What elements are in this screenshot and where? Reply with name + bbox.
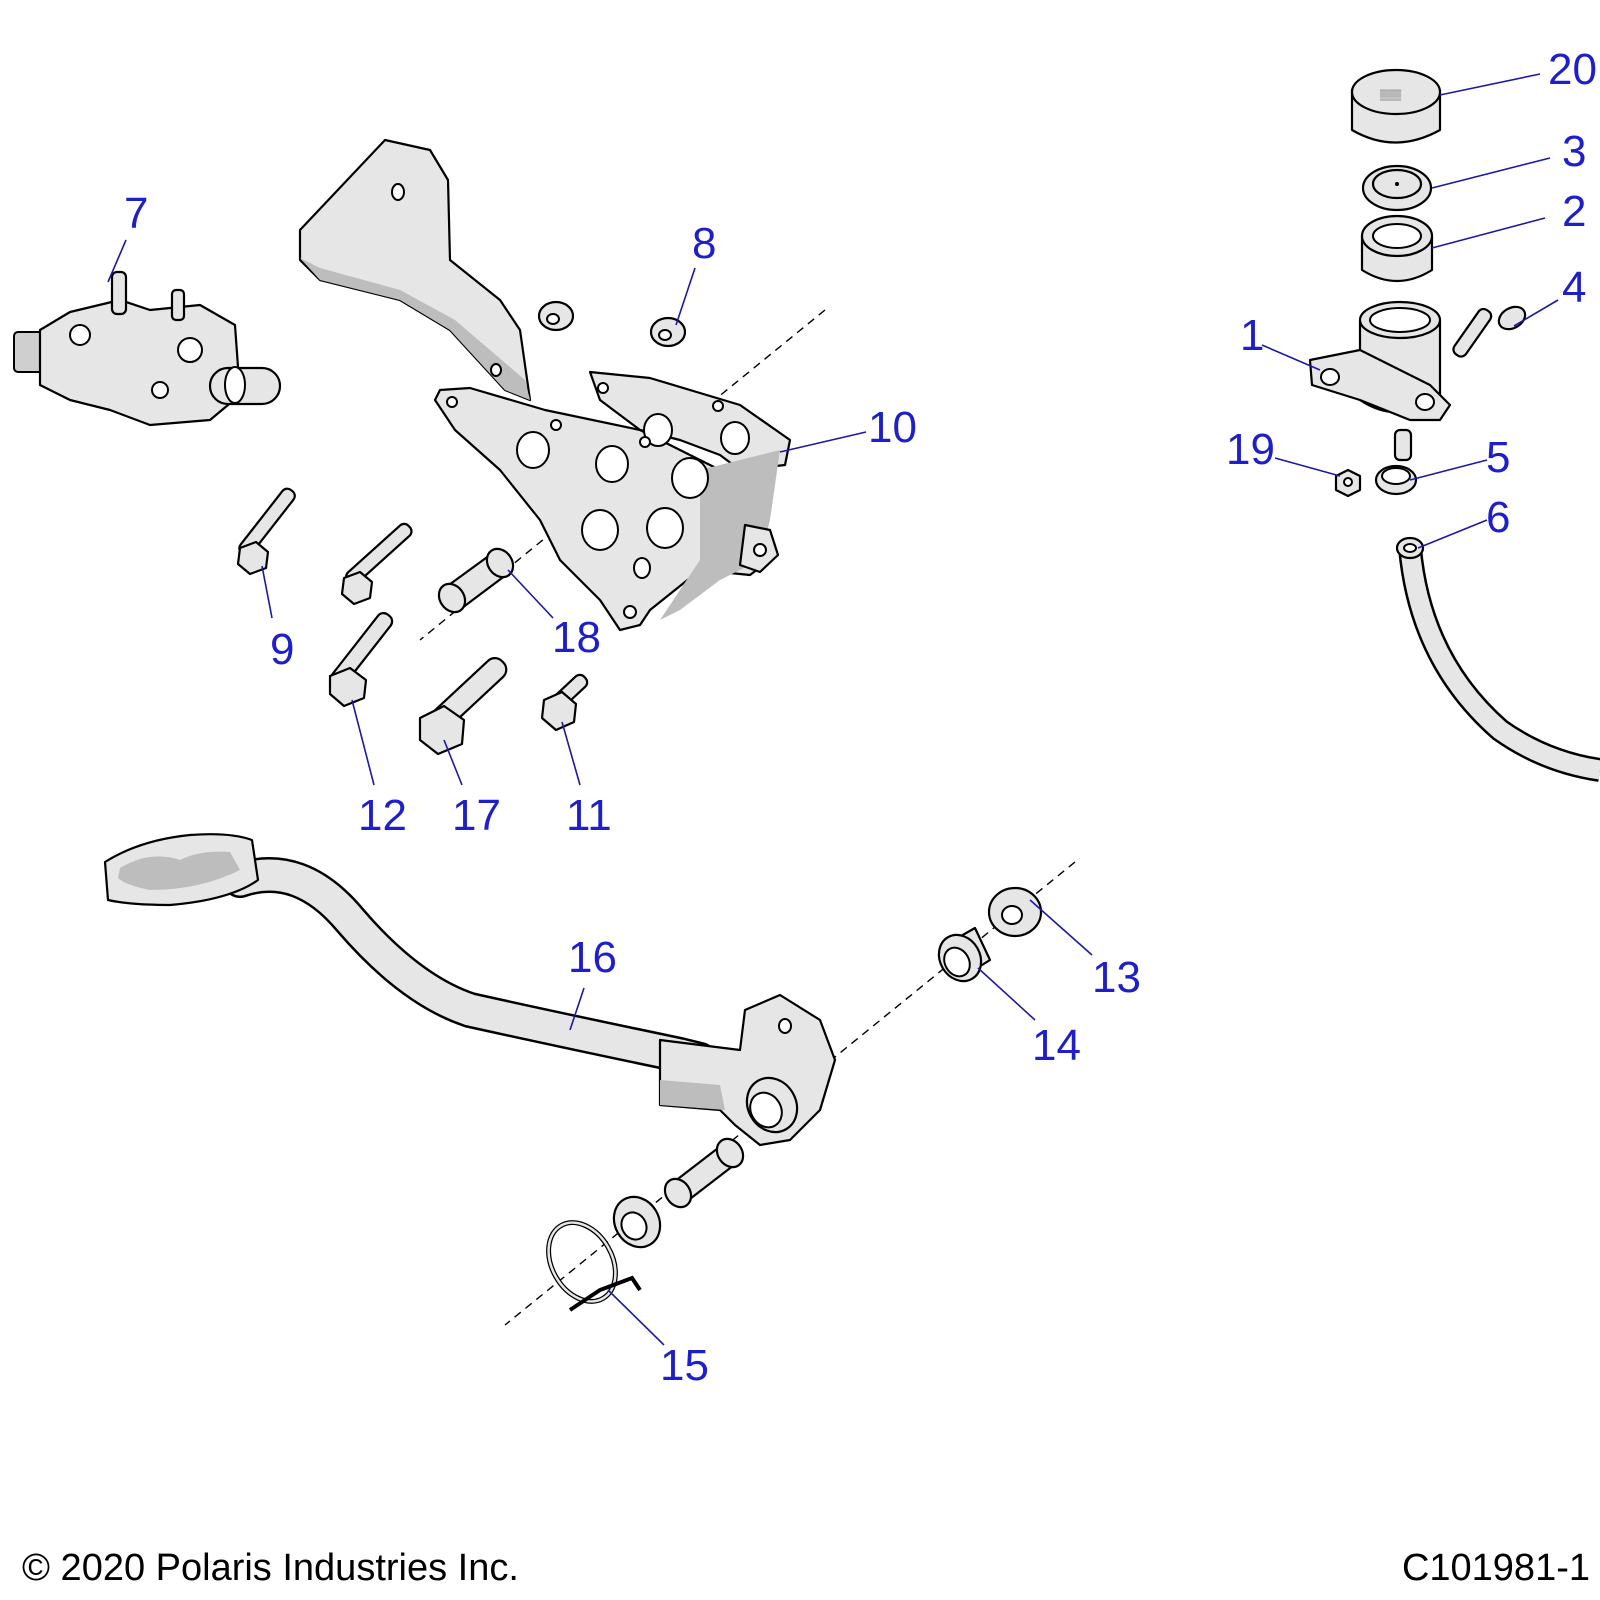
spacer-sleeve-part-18 (437, 547, 515, 614)
svg-text:▒▒▒: ▒▒▒ (1380, 89, 1402, 101)
bolt-part-11 (540, 673, 589, 732)
bolt-part-17 (418, 657, 508, 756)
reservoir-part-1 (1308, 300, 1452, 462)
washer-part (612, 1195, 662, 1249)
callout-12: 12 (358, 791, 407, 840)
diaphragm-plate-part-2 (1360, 214, 1434, 282)
pivot-sleeve-part (663, 1137, 745, 1209)
bolt-part (340, 522, 413, 606)
callout-15: 15 (660, 1341, 709, 1390)
callout-16: 16 (568, 933, 617, 982)
bolt-part-12 (328, 612, 394, 708)
pedal-bracket-part (298, 138, 792, 632)
reservoir-cap-part-20: ▒▒▒ (1350, 68, 1442, 144)
copyright-notice: © 2020 Polaris Industries Inc. (22, 1547, 519, 1589)
callout-18: 18 (552, 613, 601, 662)
callout-9: 9 (270, 625, 294, 674)
callout-17: 17 (452, 791, 501, 840)
callout-19: 19 (1226, 425, 1275, 474)
callout-3: 3 (1562, 127, 1586, 176)
leader-lines (107, 73, 1559, 1346)
brake-pedal-part-16 (103, 833, 837, 1147)
master-cylinder-part (13, 270, 282, 427)
hose-part-6 (1395, 536, 1600, 782)
bushing-part-13 (987, 886, 1043, 938)
callout-8: 8 (692, 219, 716, 268)
callout-4: 4 (1562, 263, 1586, 312)
bushing-part-14 (937, 926, 992, 983)
return-spring-part-15 (546, 1220, 642, 1312)
callout-14: 14 (1032, 1021, 1081, 1070)
callout-5: 5 (1486, 433, 1510, 482)
callout-6: 6 (1486, 493, 1510, 542)
callout-11: 11 (566, 791, 612, 840)
diaphragm-part-3 (1361, 164, 1433, 212)
figure-id-label: C101981-1 (1401, 1547, 1590, 1589)
grommet-part-8 (649, 316, 687, 348)
callout-20: 20 (1548, 45, 1597, 94)
callout-10: 10 (868, 403, 917, 452)
callout-7: 7 (124, 189, 148, 238)
callout-13: 13 (1092, 953, 1141, 1002)
screw-part-4 (1452, 305, 1527, 358)
callout-numbers: 20 3 2 4 1 19 5 6 7 8 10 9 18 12 17 11 1… (124, 45, 1597, 1390)
hose-clamp-part-5 (1374, 464, 1418, 496)
callout-2: 2 (1562, 187, 1586, 236)
callout-1: 1 (1240, 311, 1264, 360)
grommet-part (537, 300, 575, 332)
nut-part-19 (1334, 468, 1362, 498)
bolt-part-9 (236, 487, 296, 576)
